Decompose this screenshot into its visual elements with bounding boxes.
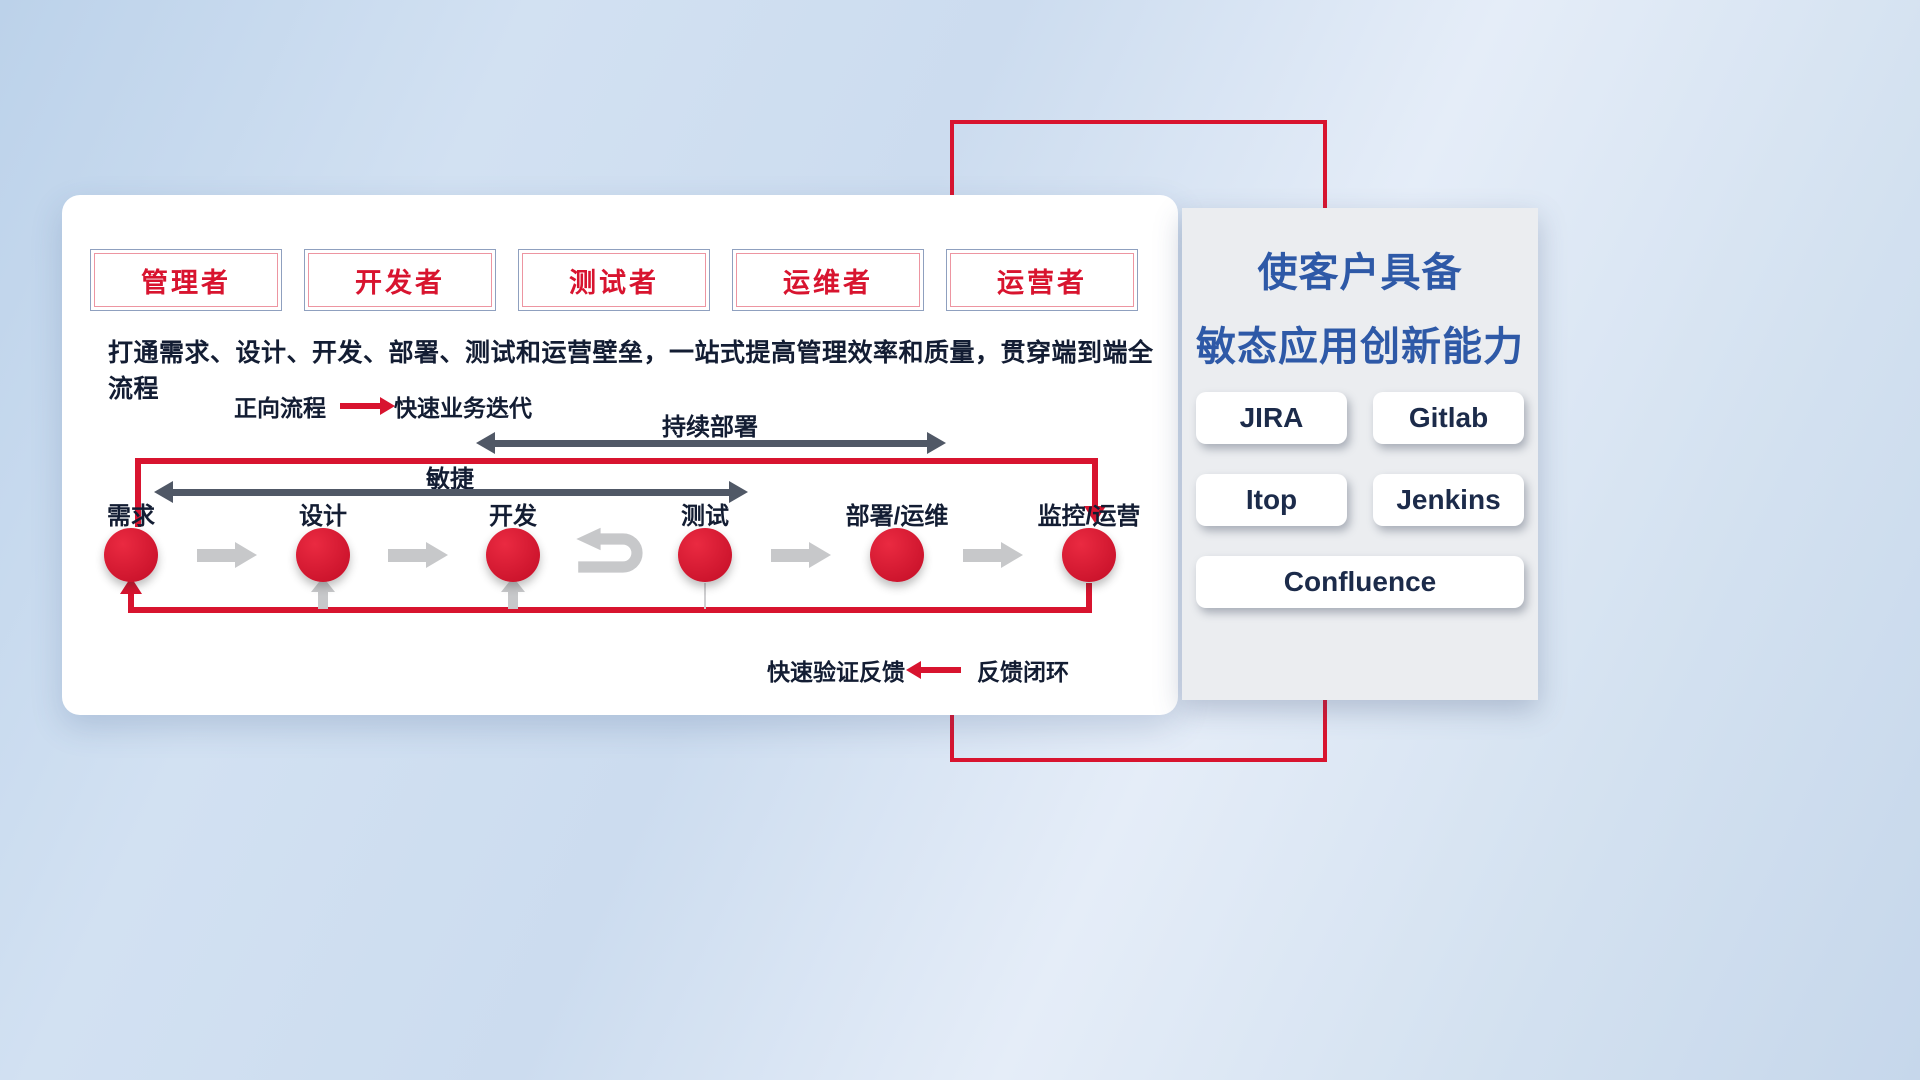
node-label: 测试 [681, 503, 729, 530]
node-label: 需求 [107, 503, 155, 530]
capability-panel: 使客户具备 敏态应用创新能力 JIRA Gitlab Itop Jenkins … [1182, 208, 1538, 700]
feedback-flow-line [128, 607, 1092, 613]
node-deploy-ops: 部署/运维 [827, 496, 967, 582]
role-box-developer: 开发者 [304, 249, 496, 311]
forward-flow-arrowhead-icon [1084, 506, 1106, 523]
forward-flow-line [135, 461, 141, 527]
continuous-deployment-arrow-icon [476, 432, 946, 454]
node-requirement: 需求 [61, 496, 201, 582]
feedback-legend: 快速验证反馈 反馈闭环 [767, 653, 1069, 687]
agile-arrow-icon [154, 481, 748, 503]
forward-legend: 正向流程 快速业务迭代 [234, 389, 532, 423]
node-test: 测试 [635, 496, 775, 582]
flow-arrow-icon [771, 542, 831, 568]
role-label: 测试者 [569, 267, 659, 298]
description-text: 打通需求、设计、开发、部署、测试和运营壁垒，一站式提高管理效率和质量，贯穿端到端… [108, 339, 1154, 403]
process-card: 管理者 开发者 测试者 运维者 运营者 打通需求、设计、开发、部署、测试和运营壁… [62, 195, 1178, 715]
feedback-flow-line [1086, 583, 1092, 609]
tool-itop: Itop [1196, 474, 1347, 526]
iteration-loop-icon [576, 527, 643, 573]
node-label: 监控/运营 [1037, 503, 1141, 530]
tool-gitlab: Gitlab [1373, 392, 1524, 444]
role-box-operator: 运维者 [732, 249, 924, 311]
node-circle [870, 528, 924, 582]
feedback-flow-line [128, 593, 134, 609]
role-label: 运维者 [783, 267, 873, 298]
feedback-legend-label: 快速验证反馈 [767, 659, 905, 685]
tool-jenkins: Jenkins [1373, 474, 1524, 526]
node-circle [296, 528, 350, 582]
role-label: 管理者 [141, 267, 231, 298]
tools-grid: JIRA Gitlab Itop Jenkins Confluence [1196, 392, 1524, 608]
forward-flow-line [1092, 458, 1098, 508]
continuous-deployment-label: 持续部署 [662, 414, 758, 441]
role-label: 开发者 [355, 267, 445, 298]
node-circle [1062, 528, 1116, 582]
node-label: 开发 [489, 503, 537, 530]
forward-arrow-icon [340, 397, 395, 415]
forward-flow-line [135, 458, 1098, 464]
tool-jira: JIRA [1196, 392, 1347, 444]
node-label: 部署/运维 [845, 503, 949, 530]
agile-label: 敏捷 [426, 466, 474, 493]
panel-title-line2: 敏态应用创新能力 [1196, 325, 1524, 369]
feedback-legend-value: 反馈闭环 [977, 659, 1069, 685]
panel-title-line1: 使客户具备 [1257, 251, 1463, 295]
feedback-up-arrow-icon [318, 591, 328, 609]
node-circle [104, 528, 158, 582]
tool-confluence: Confluence [1196, 556, 1524, 608]
node-circle [486, 528, 540, 582]
forward-legend-value: 快速业务迭代 [394, 395, 532, 421]
feedback-connector-line [704, 583, 706, 609]
flow-arrow-icon [197, 542, 257, 568]
feedback-up-arrow-icon [508, 591, 518, 609]
flow-arrow-icon [388, 542, 448, 568]
node-monitor-ops: 监控/运营 [1019, 496, 1159, 582]
role-box-tester: 测试者 [518, 249, 710, 311]
role-label: 运营者 [997, 267, 1087, 298]
role-box-manager: 管理者 [90, 249, 282, 311]
flow-arrow-icon [963, 542, 1023, 568]
node-develop: 开发 [443, 496, 583, 582]
node-design: 设计 [253, 496, 393, 582]
roles-row: 管理者 开发者 测试者 运维者 运营者 [90, 249, 1138, 311]
role-box-business-operator: 运营者 [946, 249, 1138, 311]
node-label: 设计 [299, 503, 347, 530]
forward-legend-label: 正向流程 [234, 395, 326, 421]
node-circle [678, 528, 732, 582]
feedback-arrow-icon [906, 661, 961, 679]
